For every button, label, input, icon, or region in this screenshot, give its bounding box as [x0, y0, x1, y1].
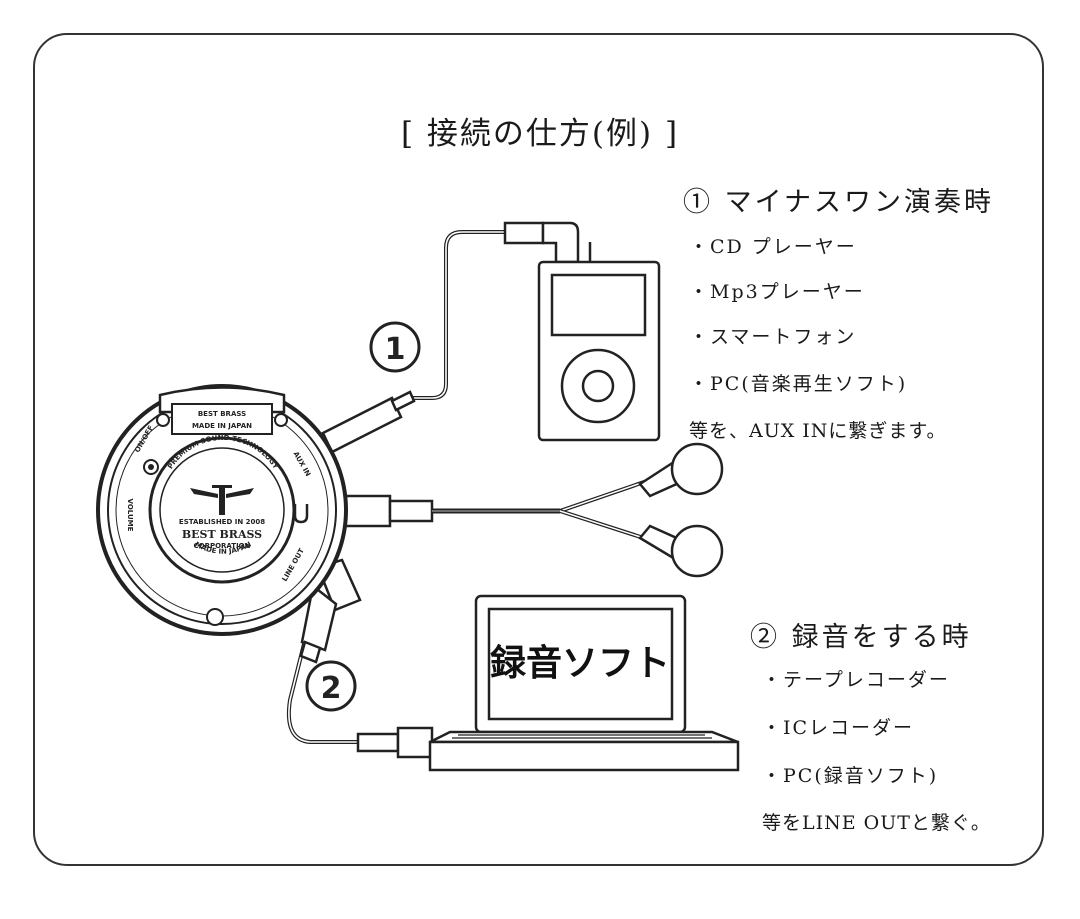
cable2-badge	[305, 660, 357, 712]
cable2-number: 2	[321, 671, 342, 706]
plug-aux-device	[321, 390, 416, 454]
laptop	[428, 594, 740, 772]
winged-logo-icon	[190, 485, 254, 515]
section1-note: 等を、AUX INに繋ぎます。	[689, 420, 947, 442]
plug-line-laptop	[356, 726, 434, 759]
section2-heading: ② 録音をする時	[750, 622, 972, 653]
plug-aux-player	[503, 221, 592, 264]
cable-aux	[412, 230, 508, 400]
section2-note: 等をLINE OUTと繋ぐ。	[762, 812, 991, 834]
device-center-established: ESTABLISHED IN 2008	[179, 518, 265, 526]
section1-item-mp3: ・Mp3プレーヤー	[689, 281, 865, 303]
headphone-port-icon	[293, 504, 309, 524]
section1-item-cd: ・CD プレーヤー	[689, 236, 857, 258]
device-center-corp: CORPORATION	[193, 542, 250, 550]
device-center-brand: BEST BRASS	[182, 528, 262, 541]
section1-item-smartphone: ・スマートフォン	[689, 326, 857, 348]
section2-item-tape: ・テープレコーダー	[762, 669, 950, 691]
outer-frame	[33, 33, 1044, 866]
section2-item-pc: ・PC(録音ソフト)	[762, 765, 939, 787]
device-badge-origin: MADE IN JAPAN	[192, 422, 252, 430]
cable-earphone	[432, 478, 651, 542]
section1-heading: ① マイナスワン演奏時	[683, 187, 995, 218]
laptop-screen-text: 録音ソフト	[490, 643, 670, 684]
mp3-player	[537, 260, 661, 442]
section1-item-pc: ・PC(音楽再生ソフト)	[689, 373, 908, 395]
cable1-badge	[369, 321, 421, 373]
section2-item-ic: ・ICレコーダー	[762, 717, 915, 739]
audio-device: BEST BRASS MADE IN JAPAN PREMIUM SOUND T…	[96, 384, 348, 636]
earphone-right	[638, 524, 724, 578]
port-volume-label: VOLUME	[126, 499, 134, 532]
cable1-number: 1	[385, 332, 406, 367]
device-badge-brand: BEST BRASS	[198, 410, 246, 418]
diagram-title: [ 接続の仕方(例) ]	[400, 116, 680, 152]
earphone-left	[638, 442, 724, 498]
laptop-keyboard	[452, 734, 712, 739]
cable-line	[287, 639, 360, 744]
